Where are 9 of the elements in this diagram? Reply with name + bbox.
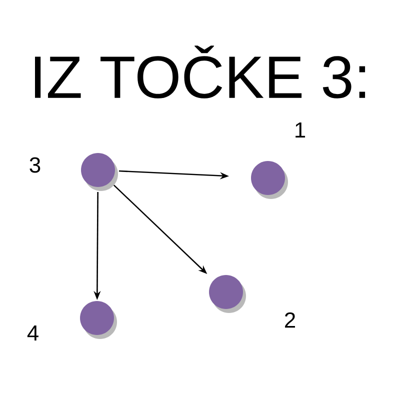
circle-node: 3: [30, 153, 118, 191]
circle-node: 4: [27, 301, 117, 341]
title: IZ TOČKE 3:: [35, 46, 366, 98]
node-label: 3: [30, 157, 40, 173]
circle-node: 1: [251, 122, 306, 199]
node-label: 2: [285, 312, 295, 328]
node-label: 1: [296, 122, 306, 138]
node-label: 4: [27, 325, 38, 341]
circle-node: 2: [209, 275, 295, 328]
